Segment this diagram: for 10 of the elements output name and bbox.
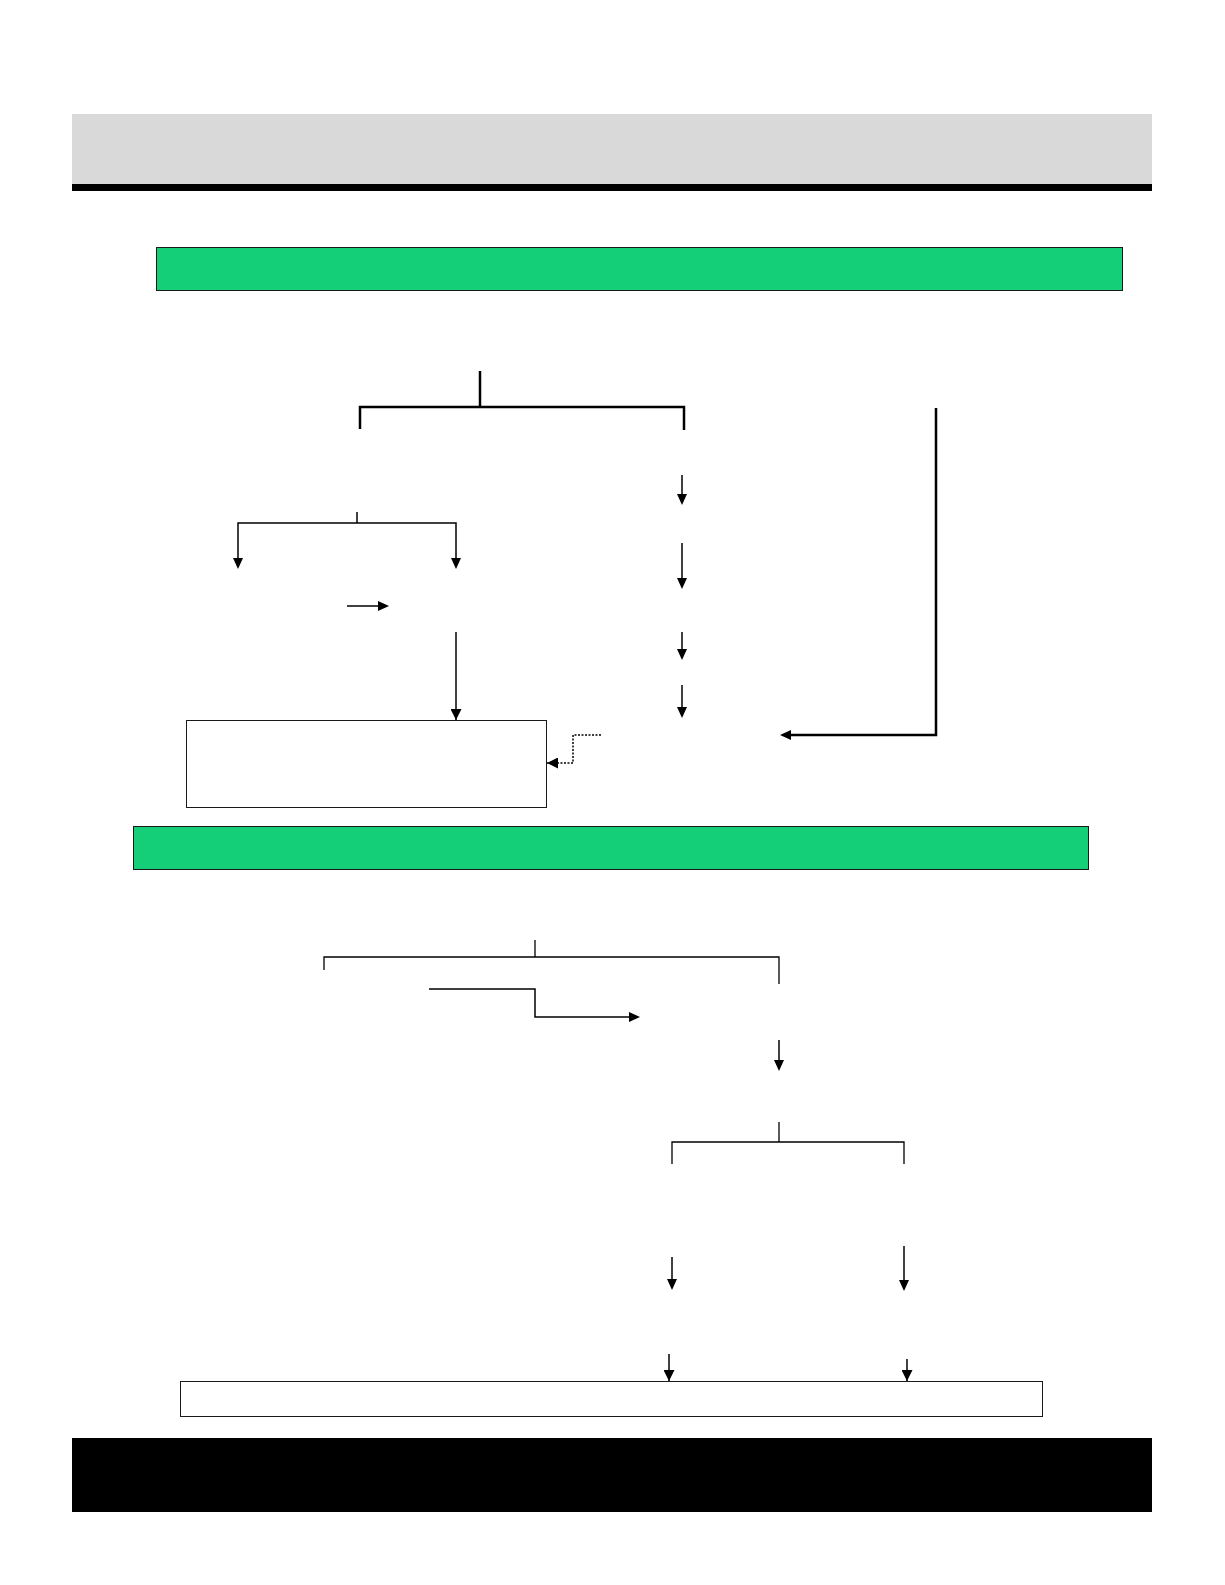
header-band [72, 114, 1152, 191]
section-band [133, 826, 1089, 870]
arrow [663, 1353, 675, 1382]
footer-band [72, 1438, 1152, 1512]
process-box [180, 1381, 1043, 1417]
section-band [156, 247, 1123, 291]
process-box [186, 720, 547, 808]
arrow [450, 631, 462, 721]
dotted-arrow [546, 734, 602, 769]
arrow [901, 1358, 913, 1382]
